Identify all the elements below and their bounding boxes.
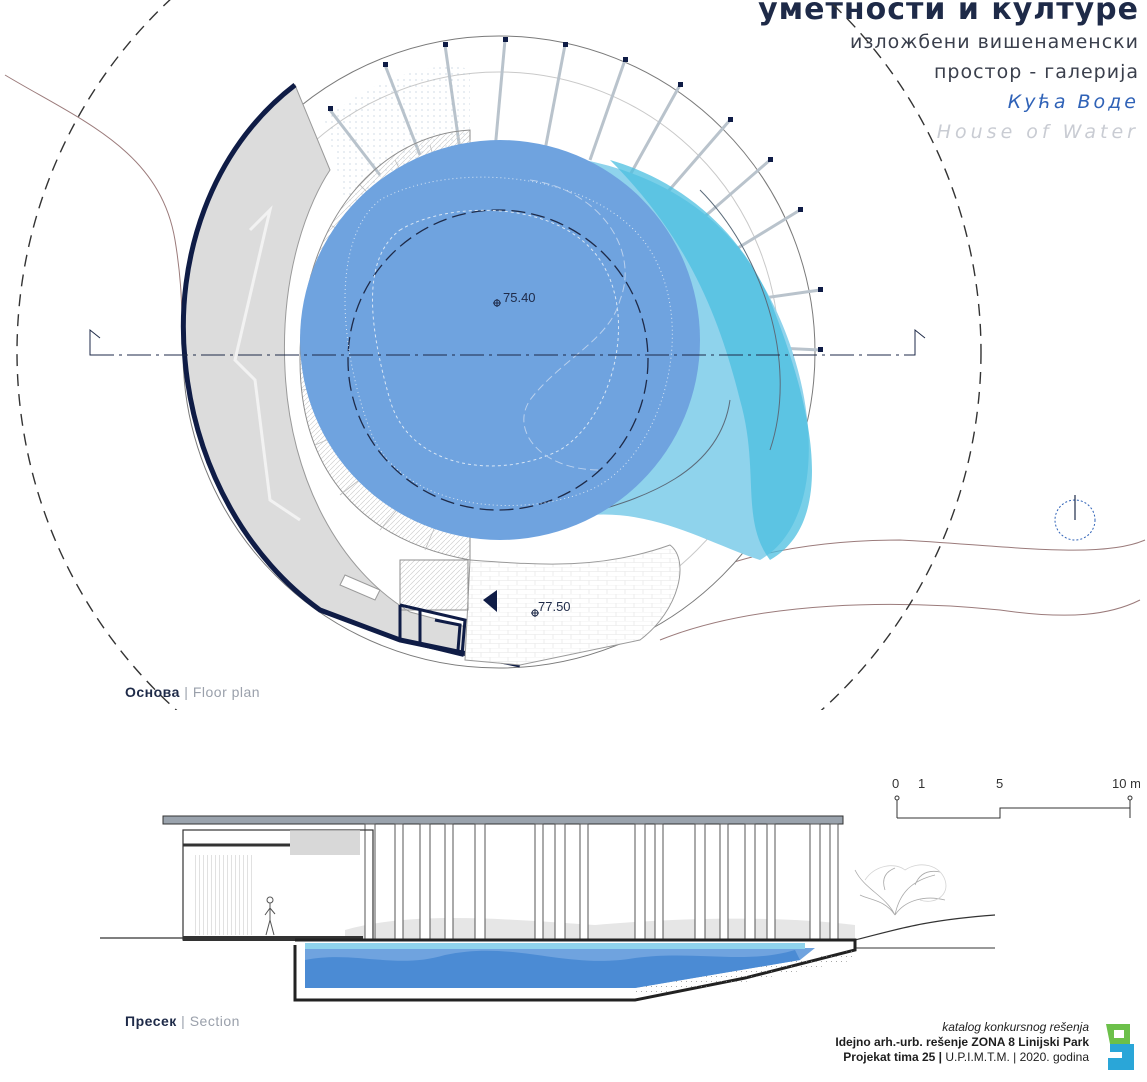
ground-right xyxy=(854,940,995,949)
scale-label-1: 1 xyxy=(918,776,925,791)
north-arrow-icon xyxy=(1054,495,1096,541)
pool-level-label: 75.40 xyxy=(503,290,536,305)
footer-team-rest: U.P.I.M.T.M. | 2020. godina xyxy=(942,1050,1089,1064)
floor-plan-caption-main: Основа xyxy=(125,684,180,700)
section-caption-main: Пресек xyxy=(125,1013,177,1029)
section-drawing xyxy=(100,815,996,1002)
footer-catalog: katalog konkursnog rešenja xyxy=(942,1020,1089,1034)
planted-area xyxy=(325,66,470,220)
footer-project: Idejno arh.-urb. rešenje ZONA 8 Linijski… xyxy=(835,1035,1089,1049)
floor-plan-caption-sep: | xyxy=(179,684,193,700)
ramp-strip xyxy=(339,574,381,601)
scale-label-10: 10 m xyxy=(1112,776,1140,791)
service-room-walls xyxy=(398,603,467,657)
gallery-glass xyxy=(290,830,360,855)
title-line-1: изложбени вишенаменски xyxy=(850,31,1139,53)
tree-icon xyxy=(854,864,947,916)
title-english-name: House of Water xyxy=(936,121,1139,143)
roof-slab xyxy=(162,815,844,825)
section-caption-sub: Section xyxy=(189,1013,240,1029)
footer-team: Projekat tima 25 | U.P.I.M.T.M. | 2020. … xyxy=(835,1050,1089,1065)
level-marker-entry-icon xyxy=(531,609,539,617)
level-marker-icon xyxy=(493,299,501,307)
pool-surface xyxy=(305,943,805,949)
entry-level-label: 77.50 xyxy=(538,599,571,614)
pool-water-wave xyxy=(305,950,800,988)
section-marker-left xyxy=(89,328,101,356)
title-line-2: простор - галерија xyxy=(933,61,1139,83)
human-figure-icon xyxy=(264,896,276,936)
site-contour-right-2 xyxy=(659,599,1141,641)
pool-contour-2 xyxy=(344,176,673,506)
pool-dashed-circle xyxy=(347,209,649,511)
outer-water-bright xyxy=(610,160,812,560)
gallery-zigzag xyxy=(233,205,301,522)
scale-bar: 0 1 5 10 m xyxy=(892,776,1140,819)
site-contour-left xyxy=(4,74,186,361)
floor-plan-caption: Основа | Floor plan xyxy=(125,684,260,700)
competition-logo-icon xyxy=(1106,1024,1134,1070)
title-block: уметности и културе изложбени вишенаменс… xyxy=(758,0,1139,147)
scale-label-0: 0 xyxy=(892,776,899,791)
gallery-panel xyxy=(195,855,255,935)
section-caption: Пресек | Section xyxy=(125,1013,240,1029)
footer-block: katalog konkursnog rešenja Idejno arh.-u… xyxy=(835,1020,1089,1065)
scale-label-5: 5 xyxy=(996,776,1003,791)
water-edge-line-2 xyxy=(699,189,781,451)
floor-slab xyxy=(183,936,363,941)
title-main: уметности и културе xyxy=(758,0,1139,27)
outer-roof-outline xyxy=(16,0,982,710)
floor-plan-caption-sub: Floor plan xyxy=(192,684,261,700)
footer-team-bold: Projekat tima 25 | xyxy=(843,1050,943,1064)
gallery-outer-wall xyxy=(180,83,521,668)
main-pool xyxy=(300,140,700,540)
entrance-arrow-icon xyxy=(483,590,497,612)
floor-plan-drawing: 75.40 77.50 xyxy=(4,0,1146,710)
section-marker-right xyxy=(905,328,926,356)
entrance-paving xyxy=(464,544,681,666)
title-serbian-name: Кућа Воде xyxy=(1007,91,1139,113)
pool-contour-1 xyxy=(372,209,620,467)
section-caption-sep: | xyxy=(176,1013,190,1029)
pool-fill-hatch xyxy=(635,950,855,996)
service-block xyxy=(399,559,469,611)
pool-contour-3 xyxy=(523,179,626,471)
